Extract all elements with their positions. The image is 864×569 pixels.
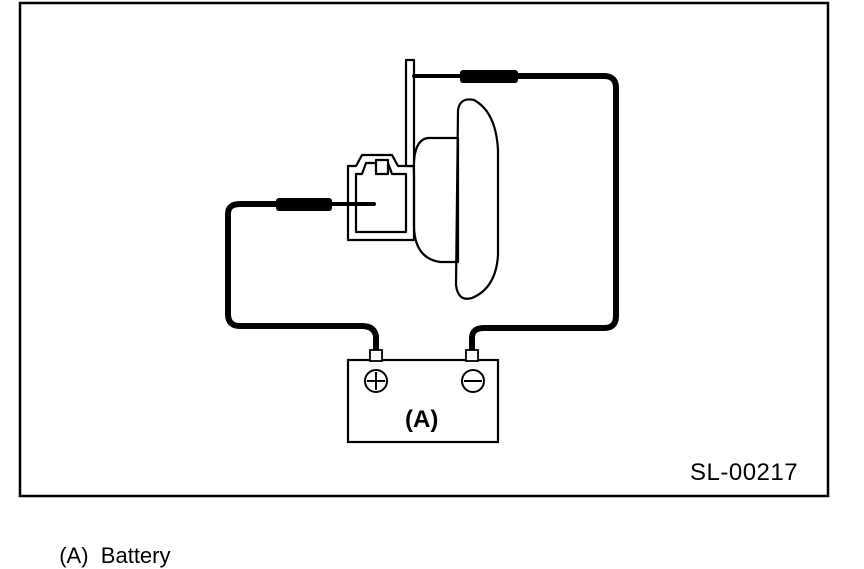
wiring-diagram — [18, 1, 830, 498]
plus-circle-icon — [364, 369, 388, 393]
minus-circle-icon — [461, 369, 485, 393]
negative-lead — [469, 73, 619, 353]
negative-post — [465, 349, 479, 362]
battery — [346, 349, 500, 444]
figure-reference-code: SL-00217 — [690, 459, 799, 486]
positive-lead-connector — [276, 198, 332, 211]
lamp-body — [412, 136, 460, 264]
negative-lead-connector — [460, 70, 518, 83]
lamp-assembly — [346, 58, 500, 300]
diagram-border — [18, 1, 830, 498]
positive-post — [369, 349, 383, 362]
battery-case — [346, 358, 500, 444]
wiring-harness — [225, 73, 619, 353]
battery-callout: (A) — [405, 406, 439, 433]
terminal-tab — [404, 58, 416, 168]
legend-key: (A) — [59, 543, 89, 568]
positive-lead — [225, 201, 379, 353]
lamp-lens — [454, 98, 500, 300]
legend: (A) Battery — [47, 517, 171, 569]
legend-label: Battery — [100, 543, 171, 568]
lamp-socket — [346, 153, 416, 242]
